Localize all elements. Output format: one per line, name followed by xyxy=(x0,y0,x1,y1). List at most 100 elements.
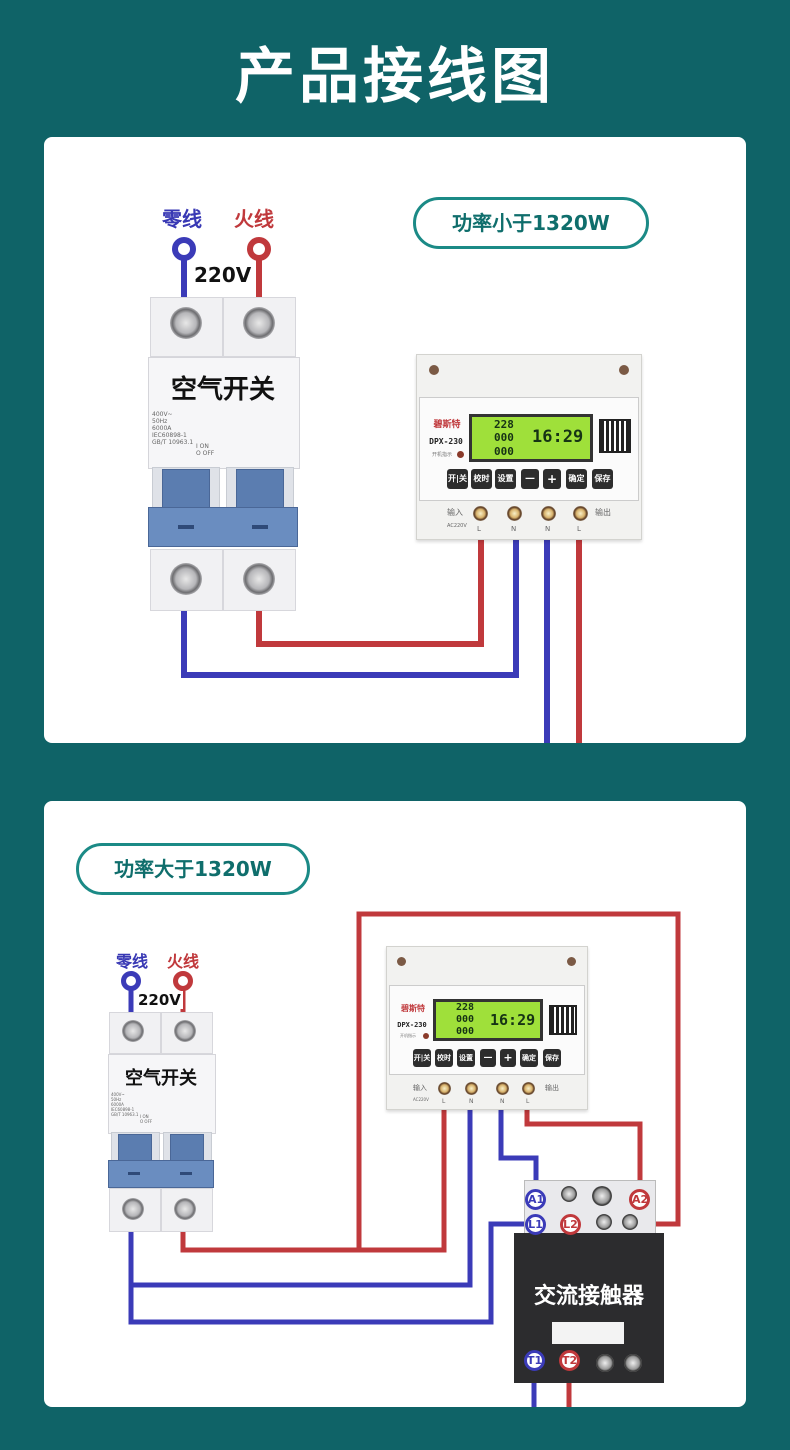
timer-button-set[interactable]: 设置 xyxy=(495,469,516,489)
power-range-heading: 功率小于1320W xyxy=(413,197,649,249)
timer-button-plus[interactable]: + xyxy=(543,469,561,489)
terminal-screw-icon xyxy=(243,563,275,595)
breaker-name: 空气开关 xyxy=(125,1068,197,1089)
timer-terminal-label: L xyxy=(477,525,481,533)
contactor-terminal-t2: T2 xyxy=(559,1350,580,1371)
contactor-terminal-icon xyxy=(622,1214,638,1230)
contactor-terminal-icon xyxy=(561,1186,577,1202)
live-terminal-icon xyxy=(173,971,193,991)
timer-terminal-label: N xyxy=(500,1098,505,1105)
timer-terminal-icon xyxy=(522,1082,535,1095)
breaker-handle[interactable] xyxy=(162,469,210,511)
neutral-wire-label: 零线 xyxy=(116,952,149,971)
power-indicator-label: 开机指示 xyxy=(400,1033,416,1038)
timer-live-to-coil-wire xyxy=(524,1106,643,1194)
timer-neutral-to-coil-wire xyxy=(498,1106,539,1194)
contactor-terminal-a1: A1 xyxy=(525,1189,546,1210)
timer-terminal-icon xyxy=(541,506,556,521)
terminal-screw-icon xyxy=(174,1198,196,1220)
terminal-screw-icon xyxy=(170,563,202,595)
timer-terminal-label: N xyxy=(511,525,517,533)
lcd-mid: 000 xyxy=(456,1014,475,1025)
timer-button-calibrate[interactable]: 校时 xyxy=(435,1049,453,1067)
breaker-spec: 400V~ 50Hz 6000A IEC60898-1 GB/T 10963.1 xyxy=(152,411,194,446)
neutral-to-timer-wire xyxy=(181,512,519,678)
air-circuit-breaker: 空气开关 400V~ 50Hz 6000A IEC60898-1 GB/T 10… xyxy=(108,1012,216,1232)
timer-input-label: 输入 xyxy=(413,1084,427,1092)
timer-button-plus[interactable]: + xyxy=(500,1049,516,1067)
contactor-terminal-l2: L2 xyxy=(560,1214,581,1235)
breaker-switch-legend: I ON O OFF xyxy=(196,443,215,457)
timer-terminal-icon xyxy=(573,506,588,521)
timer-button-save[interactable]: 保存 xyxy=(592,469,613,489)
ac-contactor: 交流接触器 A1 A2 L1 L2 T1 T2 xyxy=(514,1178,664,1393)
smart-timer-switch: 碧斯特 DPX-230 开机指示 228 000 000 16:29 开|关 校… xyxy=(386,946,588,1110)
timer-brand: 碧斯特 xyxy=(401,1004,425,1013)
timer-button-confirm[interactable]: 确定 xyxy=(520,1049,538,1067)
neutral-wire-label: 零线 xyxy=(162,207,202,231)
air-circuit-breaker: 空气开关 400V~ 50Hz 6000A IEC60898-1 GB/T 10… xyxy=(148,297,300,612)
breaker-toggle-bar[interactable] xyxy=(148,507,298,547)
power-indicator-label: 开机指示 xyxy=(431,452,452,458)
timer-button-confirm[interactable]: 确定 xyxy=(566,469,587,489)
lcd-low: 000 xyxy=(494,445,514,458)
timer-terminal-icon xyxy=(496,1082,509,1095)
timer-button-set[interactable]: 设置 xyxy=(457,1049,475,1067)
timer-ac-label: AC220V xyxy=(447,523,467,529)
timer-output-label: 输出 xyxy=(545,1084,559,1092)
lcd-display: 228 000 000 16:29 xyxy=(469,414,593,462)
timer-button-minus[interactable]: — xyxy=(480,1049,496,1067)
terminal-screw-icon xyxy=(243,307,275,339)
timer-terminal-label: L xyxy=(442,1098,446,1105)
timer-model: DPX-230 xyxy=(397,1021,427,1029)
contactor-terminal-l1: L1 xyxy=(525,1214,546,1235)
live-to-timer-wire xyxy=(180,1106,447,1253)
timer-brand: 碧斯特 xyxy=(433,420,461,430)
power-indicator-icon xyxy=(457,451,464,458)
timer-input-label: 输入 xyxy=(447,508,463,517)
qr-code-icon xyxy=(549,1005,577,1035)
terminal-screw-icon xyxy=(122,1198,144,1220)
timer-button-calibrate[interactable]: 校时 xyxy=(471,469,492,489)
timer-ac-label: AC220V xyxy=(413,1097,429,1102)
timer-terminal-icon xyxy=(473,506,488,521)
timer-terminal-label: N xyxy=(545,525,551,533)
timer-model: DPX-230 xyxy=(429,437,463,446)
live-terminal-icon xyxy=(247,237,271,261)
lcd-voltage: 228 xyxy=(456,1002,475,1013)
power-range-heading: 功率大于1320W xyxy=(76,843,310,895)
breaker-toggle-bar[interactable] xyxy=(108,1160,214,1188)
contactor-terminal-icon xyxy=(592,1186,612,1206)
neutral-to-contactor-wire xyxy=(128,1221,534,1325)
lcd-voltage: 228 xyxy=(494,418,514,431)
contactor-terminal-t1: T1 xyxy=(524,1350,545,1371)
contactor-terminal-icon xyxy=(624,1354,642,1372)
timer-output-label: 输出 xyxy=(595,508,611,517)
timer-button-minus[interactable]: — xyxy=(521,469,539,489)
voltage-label: 220V xyxy=(136,991,183,1009)
breaker-handle[interactable] xyxy=(236,469,284,511)
voltage-label: 220V xyxy=(192,263,254,287)
page-title: 产品接线图 xyxy=(235,42,555,112)
live-wire-label: 火线 xyxy=(167,952,200,971)
timer-button-save[interactable]: 保存 xyxy=(543,1049,561,1067)
diagram-panel-low-power: 功率小于1320W 零线 火线 220V 空气开关 400V~ 50Hz 600… xyxy=(44,137,746,743)
power-indicator-icon xyxy=(423,1033,429,1039)
terminal-screw-icon xyxy=(174,1020,196,1042)
breaker-handle[interactable] xyxy=(170,1134,204,1164)
breaker-name: 空气开关 xyxy=(170,375,275,405)
timer-button-power[interactable]: 开|关 xyxy=(447,469,468,489)
neutral-terminal-icon xyxy=(121,971,141,991)
terminal-screw-icon xyxy=(170,307,202,339)
timer-terminal-label: N xyxy=(469,1098,474,1105)
contactor-name: 交流接触器 xyxy=(533,1284,644,1309)
timer-terminal-label: L xyxy=(577,525,581,533)
diagram-panel-high-power: 功率大于1320W 零线 火线 220V 空气开关 400V~ 50Hz 600… xyxy=(44,801,746,1407)
breaker-switch-legend: I ON O OFF xyxy=(140,1114,153,1124)
lcd-clock: 16:29 xyxy=(490,1011,536,1029)
timer-terminal-label: L xyxy=(526,1098,530,1105)
lcd-clock: 16:29 xyxy=(532,427,584,447)
timer-terminal-icon xyxy=(465,1082,478,1095)
contactor-terminal-icon xyxy=(596,1354,614,1372)
timer-button-power[interactable]: 开|关 xyxy=(413,1049,431,1067)
